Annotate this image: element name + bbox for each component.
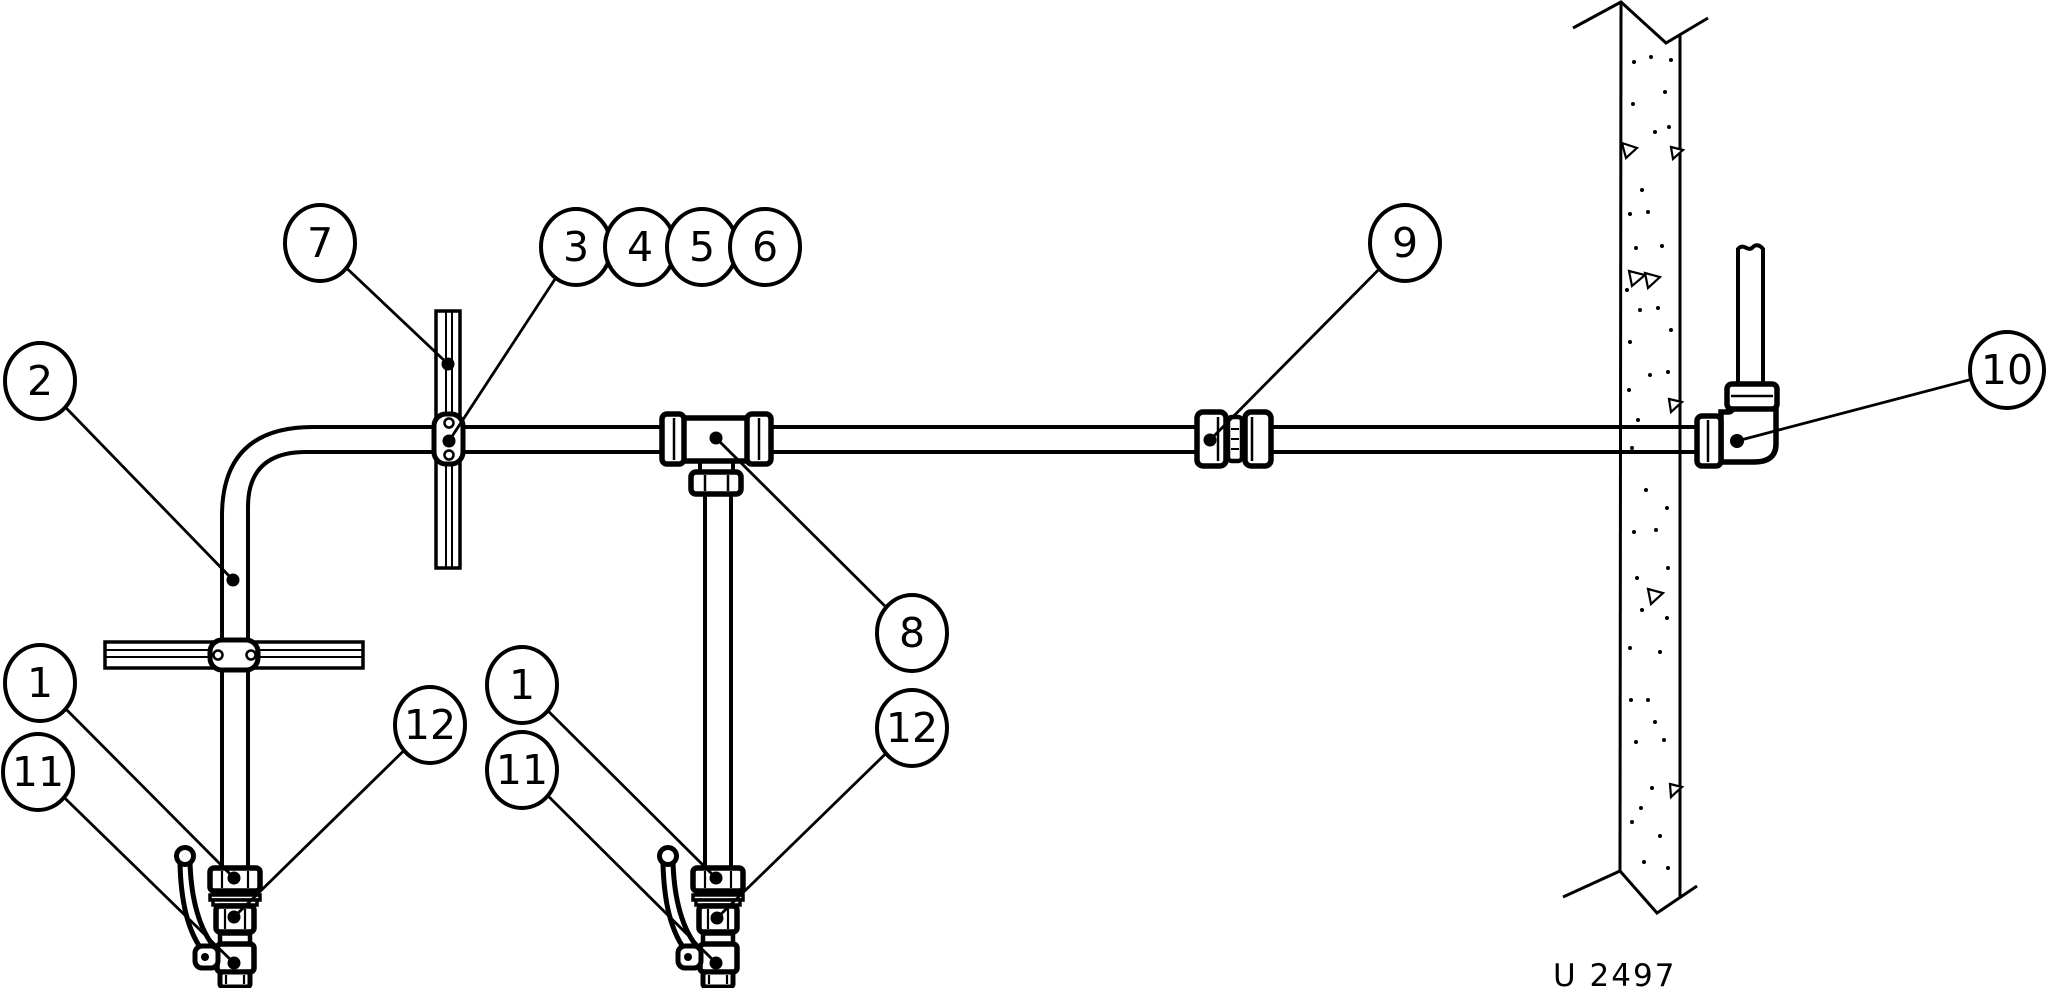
- callout-balloon-12-middle: 12: [875, 688, 949, 768]
- callout-balloon-11-left: 11: [1, 732, 75, 812]
- vertical-pipe-right: [1736, 243, 1765, 386]
- callout-label: 10: [1981, 346, 2033, 394]
- callout-label: 11: [12, 748, 64, 796]
- callout-balloon-5: 5: [665, 207, 739, 287]
- pipe-break-line: [1736, 243, 1765, 251]
- horizontal-pipe: [306, 425, 1697, 454]
- tee-fitting: [659, 411, 774, 497]
- callout-label: 4: [627, 223, 653, 271]
- callout-label: 1: [27, 659, 53, 707]
- callout-label: 12: [886, 704, 938, 752]
- callout-label: 6: [752, 223, 778, 271]
- callout-label: 8: [899, 609, 925, 657]
- pipe-bend-left: [220, 425, 314, 517]
- callout-balloon-6: 6: [728, 207, 802, 287]
- callout-label: 1: [509, 661, 535, 709]
- callout-label: 11: [496, 746, 548, 794]
- clamp-screw: [212, 649, 224, 661]
- callout-balloon-9: 9: [1368, 203, 1442, 283]
- leader-dots: [226, 357, 1744, 970]
- callout-label: 3: [563, 223, 589, 271]
- wall-stipple-dots: [1625, 55, 1673, 870]
- clamp-screw: [443, 449, 455, 461]
- callout-label: 5: [689, 223, 715, 271]
- callout-balloon-10: 10: [1968, 330, 2046, 410]
- wall-break-top: [1572, 0, 1709, 45]
- callout-label: 2: [27, 357, 53, 405]
- wall-break-bottom: [1562, 869, 1698, 915]
- callout-label: 12: [404, 701, 456, 749]
- wall-section: [1562, 0, 1709, 915]
- elbow-fitting: [1694, 381, 1780, 469]
- callout-label: 7: [307, 219, 333, 267]
- callout-balloon-12-left: 12: [393, 685, 467, 765]
- callout-balloons: 2 7 3 4 5 6 9 10: [1, 203, 2046, 812]
- callout-balloon-8: 8: [875, 593, 949, 673]
- vertical-pipe-left: [220, 506, 250, 869]
- callout-balloon-4: 4: [603, 207, 677, 287]
- clamp-screw: [245, 649, 257, 661]
- pipe-clamp-on-horizontal-rail: [207, 637, 261, 673]
- callout-balloon-7: 7: [283, 203, 357, 283]
- callout-balloon-2: 2: [3, 341, 77, 421]
- callout-label: 9: [1392, 219, 1418, 267]
- wall-aggregate-triangles: [1620, 141, 1686, 800]
- callout-balloon-1-left: 1: [3, 643, 77, 723]
- union-coupling: [1194, 409, 1274, 469]
- callout-balloon-1-middle: 1: [485, 645, 559, 725]
- clamp-screw: [443, 417, 455, 429]
- drawing-number: U 2497: [1553, 958, 1676, 988]
- callout-balloon-11-middle: 11: [485, 730, 559, 810]
- callout-balloon-3: 3: [539, 207, 613, 287]
- vertical-pipe-middle: [703, 493, 733, 869]
